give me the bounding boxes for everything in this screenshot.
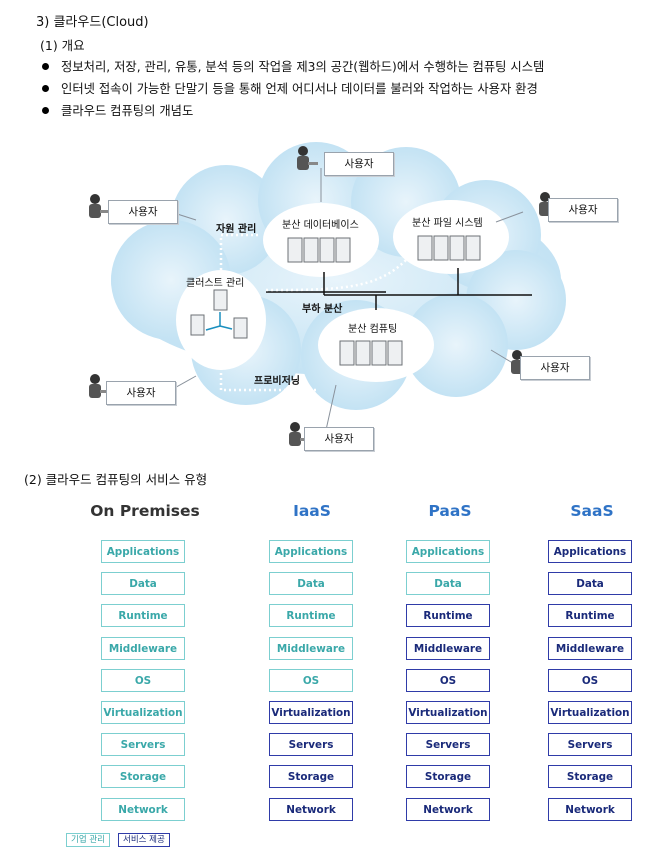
column-header: PaaS xyxy=(428,502,472,520)
user-person-icon xyxy=(89,194,110,218)
layer-cell: OS xyxy=(548,669,632,692)
bullet-text: 인터넷 접속이 가능한 단말기 등을 통해 언제 어디서나 데이터를 불러와 작… xyxy=(61,82,538,96)
bullet-dot-icon xyxy=(42,63,49,70)
column-header: On Premises xyxy=(90,502,200,520)
layer-cell: OS xyxy=(101,669,185,692)
section-title: 3) 클라우드(Cloud) xyxy=(36,15,149,30)
layer-cell: Network xyxy=(406,798,490,821)
layer-cell: Servers xyxy=(548,733,632,756)
distributed-computing-label: 분산 컴퓨팅 xyxy=(348,324,398,335)
layer-cell: Middleware xyxy=(548,637,632,660)
layer-cell: Storage xyxy=(101,765,185,788)
layer-cell: Data xyxy=(269,572,353,595)
bullet-dot-icon xyxy=(42,85,49,92)
layer-cell: Storage xyxy=(548,765,632,788)
layer-cell: Storage xyxy=(269,765,353,788)
user-box: 사용자 xyxy=(304,427,374,451)
legend-provided: 서비스 제공 xyxy=(118,833,170,847)
service-models-heading: (2) 클라우드 컴퓨팅의 서비스 유형 xyxy=(24,472,208,487)
cloud-concept-diagram: 사용자 사용자 사용자 사용자 사용자 사용자 자원 관리 분산 데이터베이스 … xyxy=(76,140,618,455)
user-box: 사용자 xyxy=(520,356,590,380)
layer-cell: Virtualization xyxy=(101,701,185,724)
bullet-dot-icon xyxy=(42,107,49,114)
layer-cell: Virtualization xyxy=(548,701,632,724)
resource-mgmt-label: 자원 관리 xyxy=(216,224,257,235)
layer-cell: Virtualization xyxy=(269,701,353,724)
layer-cell: Network xyxy=(101,798,185,821)
layer-cell: Middleware xyxy=(101,637,185,660)
layer-cell: Runtime xyxy=(406,604,490,627)
bullet-item: 인터넷 접속이 가능한 단말기 등을 통해 언제 어디서나 데이터를 불러와 작… xyxy=(42,79,538,97)
user-person-icon xyxy=(297,146,318,170)
layer-cell: Runtime xyxy=(101,604,185,627)
layer-cell: Servers xyxy=(101,733,185,756)
layer-cell: Applications xyxy=(101,540,185,563)
user-box: 사용자 xyxy=(324,152,394,176)
layer-cell: Network xyxy=(548,798,632,821)
bullet-text: 정보처리, 저장, 관리, 유통, 분석 등의 작업을 제3의 공간(웹하드)에… xyxy=(61,60,545,74)
layer-cell: OS xyxy=(406,669,490,692)
column-header: SaaS xyxy=(570,502,614,520)
legend-managed: 기업 관리 xyxy=(66,833,110,847)
user-box: 사용자 xyxy=(108,200,178,224)
layer-cell: Data xyxy=(406,572,490,595)
column-header: IaaS xyxy=(293,502,331,520)
distributed-db-label: 분산 데이터베이스 xyxy=(282,220,359,231)
layer-cell: Applications xyxy=(269,540,353,563)
user-person-icon xyxy=(89,374,110,398)
layer-cell: Network xyxy=(269,798,353,821)
layer-cell: Virtualization xyxy=(406,701,490,724)
layer-cell: Runtime xyxy=(548,604,632,627)
distributed-fs-label: 분산 파일 시스템 xyxy=(412,218,483,229)
user-box: 사용자 xyxy=(548,198,618,222)
user-box: 사용자 xyxy=(106,381,176,405)
layer-cell: Data xyxy=(548,572,632,595)
layer-cell: Servers xyxy=(406,733,490,756)
load-balance-label: 부하 분산 xyxy=(302,304,343,315)
layer-cell: Runtime xyxy=(269,604,353,627)
bullet-item: 정보처리, 저장, 관리, 유통, 분석 등의 작업을 제3의 공간(웹하드)에… xyxy=(42,57,544,75)
layer-cell: Storage xyxy=(406,765,490,788)
layer-cell: Servers xyxy=(269,733,353,756)
bullet-item: 클라우드 컴퓨팅의 개념도 xyxy=(42,101,193,119)
cluster-mgmt-label: 클러스트 관리 xyxy=(186,278,245,289)
layer-cell: OS xyxy=(269,669,353,692)
cloud-shape xyxy=(111,142,566,431)
overview-heading: (1) 개요 xyxy=(40,38,85,53)
bullet-text: 클라우드 컴퓨팅의 개념도 xyxy=(61,104,194,118)
layer-cell: Applications xyxy=(406,540,490,563)
layer-cell: Applications xyxy=(548,540,632,563)
layer-cell: Middleware xyxy=(269,637,353,660)
layer-cell: Middleware xyxy=(406,637,490,660)
provisioning-label: 프로비저닝 xyxy=(254,376,300,387)
layer-cell: Data xyxy=(101,572,185,595)
